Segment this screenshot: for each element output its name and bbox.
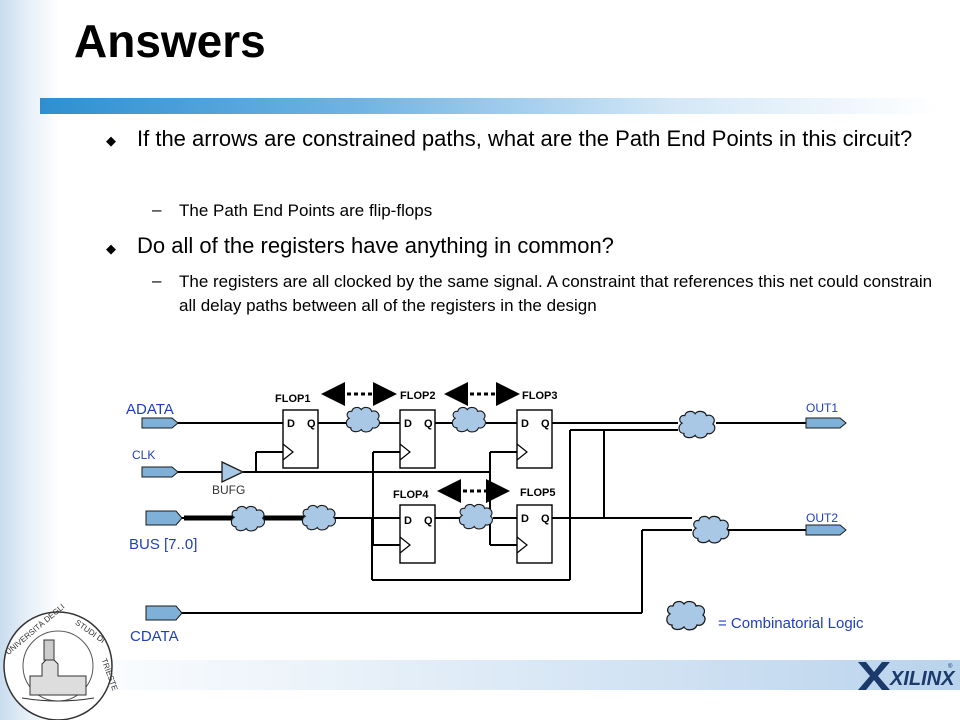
- port-adata-icon: [141, 417, 179, 429]
- port-out2-icon: [805, 524, 847, 536]
- legend-label: = Combinatorial Logic: [718, 615, 864, 632]
- svg-text:®: ®: [948, 663, 953, 670]
- university-seal-logo: UNIVERSITÀ DEGLI STUDI DI TRIESTE: [3, 602, 119, 720]
- left-gradient-band: [0, 0, 60, 720]
- bufg-label: BUFG: [212, 483, 245, 497]
- legend-cloud-icon: [666, 600, 706, 631]
- input-clk-label: CLK: [132, 448, 155, 462]
- logic-cloud-icon: [230, 505, 266, 532]
- pin-q: Q: [307, 418, 316, 430]
- clock-pin-icon: [282, 443, 294, 461]
- logic-cloud-icon: [451, 406, 487, 433]
- title-underline-bar: [40, 98, 940, 114]
- flop4-label: FLOP4: [393, 489, 429, 501]
- input-bus-label: BUS [7..0]: [129, 536, 197, 553]
- flop2-box: [399, 409, 436, 469]
- sub-bullet-2-text: The registers are all clocked by the sam…: [179, 272, 933, 315]
- bullet-diamond-icon: ◆: [106, 241, 116, 256]
- port-bus-icon: [145, 510, 183, 526]
- footer-gradient-bar: [40, 660, 960, 690]
- flop4-box: [399, 504, 436, 564]
- xilinx-logo: XILINX ®: [858, 662, 956, 690]
- sub-dash: –: [152, 200, 162, 219]
- clock-pin-icon: [516, 536, 528, 554]
- port-cdata-icon: [145, 605, 183, 621]
- flop2-label: FLOP2: [400, 390, 435, 402]
- pin-d: D: [521, 418, 529, 430]
- logic-cloud-icon: [678, 410, 716, 439]
- port-clk-icon: [141, 466, 179, 478]
- bullet-diamond-icon: ◆: [106, 133, 116, 148]
- pin-d: D: [521, 513, 529, 525]
- flop1-label: FLOP1: [275, 393, 310, 405]
- pin-q: Q: [424, 418, 433, 430]
- clock-pin-icon: [516, 443, 528, 461]
- pin-d: D: [287, 418, 295, 430]
- flop3-box: [516, 409, 553, 469]
- clock-pin-icon: [399, 536, 411, 554]
- clock-pin-icon: [399, 443, 411, 461]
- port-out1-icon: [805, 417, 847, 429]
- output-out1-label: OUT1: [806, 401, 838, 415]
- bufg-buffer-icon: [221, 460, 245, 484]
- sub-dash: –: [152, 271, 162, 290]
- pin-q: Q: [541, 418, 550, 430]
- bullet-2-text: Do all of the registers have anything in…: [137, 233, 614, 258]
- flop1-box: [282, 409, 319, 469]
- input-cdata-label: CDATA: [130, 628, 179, 645]
- pin-d: D: [404, 515, 412, 527]
- input-adata-label: ADATA: [126, 401, 174, 418]
- pin-q: Q: [424, 515, 433, 527]
- pin-d: D: [404, 418, 412, 430]
- logic-cloud-icon: [345, 406, 381, 433]
- wires: [176, 422, 808, 614]
- flop5-box: [516, 504, 553, 564]
- slide-title: Answers: [74, 15, 266, 67]
- sub-bullet-1-text: The Path End Points are flip-flops: [179, 201, 433, 220]
- pin-q: Q: [541, 513, 550, 525]
- flop5-label: FLOP5: [520, 487, 555, 499]
- logic-cloud-icon: [692, 515, 730, 544]
- bullet-1-text: If the arrows are constrained paths, wha…: [137, 126, 913, 151]
- logic-cloud-icon: [301, 504, 337, 531]
- flop3-label: FLOP3: [522, 390, 557, 402]
- svg-text:XILINX: XILINX: [889, 668, 956, 690]
- output-out2-label: OUT2: [806, 511, 838, 525]
- logic-cloud-icon: [458, 503, 494, 530]
